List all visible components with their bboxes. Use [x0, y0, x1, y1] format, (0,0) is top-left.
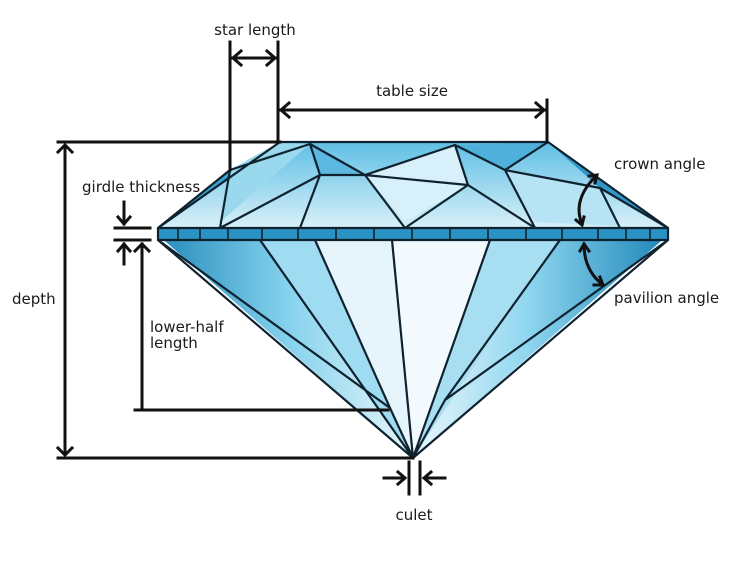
pavilion-facet-lines [157, 239, 669, 459]
depth-label: depth [12, 290, 56, 308]
measurement-lines [55, 40, 606, 496]
star-length-marker [228, 40, 280, 172]
lower-half-length-label-line2: length [150, 334, 198, 352]
star-length-label: star length [214, 21, 296, 39]
lower-half-length-marker [132, 241, 390, 412]
culet-label: culet [395, 506, 432, 524]
crown-angle-marker [573, 173, 599, 228]
girdle-thickness-label: girdle thickness [82, 178, 200, 196]
lower-half-length-label-line1: lower-half [150, 318, 224, 336]
pavilion-angle-label: pavilion angle [614, 289, 719, 307]
crown-angle-label: crown angle [614, 155, 705, 173]
crown-facet [365, 145, 468, 222]
crown-facet [220, 142, 310, 222]
crown-facet-lines [157, 141, 669, 229]
pavilion-facet [392, 237, 490, 458]
girdle-thickness-marker [113, 200, 152, 266]
girdle-segments [177, 228, 651, 240]
table-size-marker [278, 98, 549, 144]
diamond-girdle [158, 228, 668, 240]
culet-marker [382, 460, 447, 496]
crown-facet [505, 170, 620, 226]
depth-marker [55, 140, 415, 460]
diamond-illustration [156, 140, 670, 460]
diamond-outline [156, 140, 670, 460]
table-size-label: table size [376, 82, 448, 100]
pavilion-angle-marker [577, 241, 606, 287]
crown-facet [455, 142, 548, 170]
